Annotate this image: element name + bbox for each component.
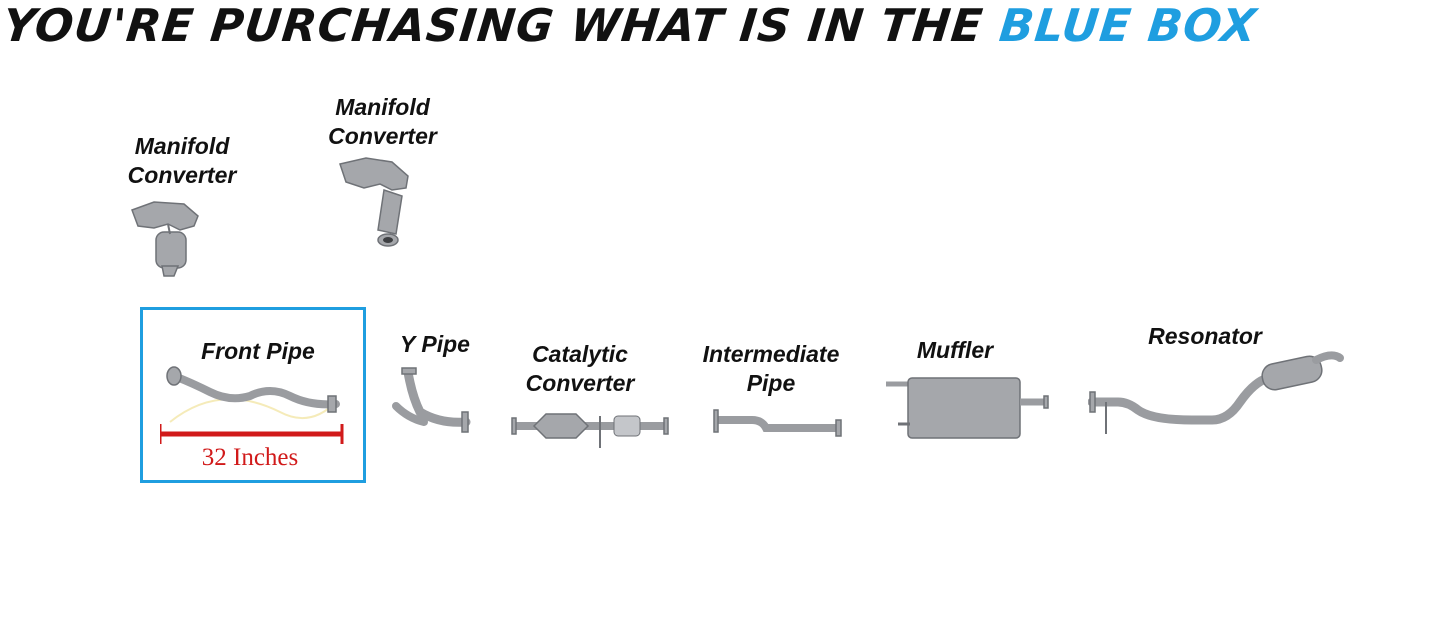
label-catalytic-converter: Catalytic Converter <box>525 341 635 396</box>
label-front-pipe: Front Pipe <box>201 338 315 364</box>
label-manifold-converter-right: Manifold Converter <box>328 94 437 149</box>
label-y-pipe: Y Pipe <box>400 331 470 357</box>
intermediate-pipe-image[interactable] <box>712 406 844 440</box>
title-text: YOU'RE PURCHASING WHAT IS IN THE <box>0 0 1003 52</box>
blue-box-frame <box>140 307 366 483</box>
page-title: YOU'RE PURCHASING WHAT IS IN THE BLUE BO… <box>0 0 1442 54</box>
manifold-converter-right-image[interactable] <box>336 154 416 252</box>
label-resonator: Resonator <box>1148 323 1262 349</box>
label-intermediate-pipe: Intermediate Pipe <box>702 341 840 396</box>
resonator-image[interactable] <box>1088 346 1346 436</box>
measurement-label: 32 Inches <box>201 444 299 471</box>
title-highlight: BLUE BOX <box>996 0 1260 52</box>
label-manifold-converter-left: Manifold Converter <box>127 133 237 188</box>
manifold-converter-left-image[interactable] <box>124 196 204 280</box>
label-muffler: Muffler <box>916 337 994 363</box>
muffler-image[interactable] <box>884 376 1052 442</box>
y-pipe-image[interactable] <box>390 366 474 440</box>
catalytic-converter-image[interactable] <box>510 402 670 450</box>
front-pipe-image[interactable] <box>160 362 350 452</box>
